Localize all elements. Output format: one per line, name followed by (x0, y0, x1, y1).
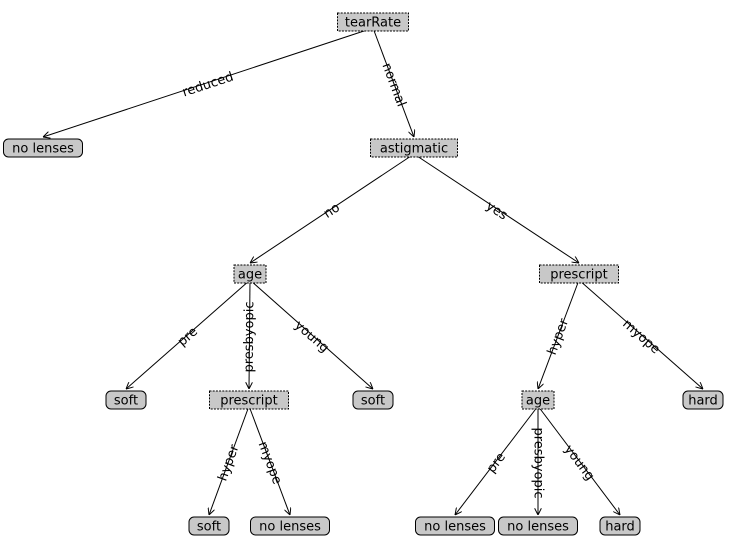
node-label: no lenses (259, 520, 321, 535)
edge-arrow (249, 279, 373, 389)
node-box (188, 516, 230, 536)
node-box (682, 390, 724, 410)
node-box (352, 390, 394, 410)
node-label: age (526, 394, 550, 409)
decision-node-tearrate: tearRate (337, 12, 409, 32)
node-box (233, 264, 267, 284)
node-label: prescript (550, 268, 608, 283)
edge-label-presbyopic: presbyopic (242, 301, 258, 372)
edge-label-presbyopic: presbyopic (531, 428, 546, 499)
edge-label-no: no (321, 200, 343, 221)
leaf-node-no-lenses: no lenses (415, 516, 495, 536)
decision-node-age: age (233, 264, 267, 284)
node-box (521, 390, 555, 410)
edge-arrow (455, 405, 539, 515)
edge-arrow (413, 153, 579, 263)
edge-label-myope: myope (619, 317, 662, 358)
decision-node-astigmatic: astigmatic (370, 138, 458, 158)
node-box (498, 516, 578, 536)
node-label: prescript (220, 394, 278, 409)
leaf-node-no-lenses: no lenses (250, 516, 330, 536)
edge-myope: myope (578, 279, 703, 389)
node-label: astigmatic (380, 142, 448, 157)
edge-arrow (250, 153, 415, 263)
node-label: hard (688, 394, 718, 409)
node-box (370, 138, 458, 158)
edge-reduced: reduced (43, 27, 374, 137)
node-box (599, 516, 641, 536)
leaf-node-no-lenses: no lenses (498, 516, 578, 536)
edge-arrow (248, 405, 290, 515)
edge-no: no (250, 153, 415, 263)
node-box (209, 390, 289, 410)
node-box (250, 516, 330, 536)
node-label: no lenses (507, 520, 569, 535)
node-label: no lenses (424, 520, 486, 535)
edge-arrow (578, 279, 703, 389)
edge-presbyopic: presbyopic (531, 406, 546, 515)
edge-arrow (43, 27, 374, 137)
leaf-node-soft: soft (352, 390, 394, 410)
leaf-node-hard: hard (599, 516, 641, 536)
edge-arrow (537, 405, 620, 515)
edge-label-pre: pre (175, 324, 201, 349)
edge-yes: yes (413, 153, 579, 263)
edge-presbyopic: presbyopic (242, 279, 258, 389)
edge-young: young (249, 279, 373, 389)
edge-arrow (249, 279, 250, 389)
leaf-node-soft: soft (105, 390, 147, 410)
node-box (3, 138, 83, 158)
leaf-node-soft: soft (188, 516, 230, 536)
node-label: soft (114, 394, 138, 409)
edge-arrow (372, 27, 414, 137)
edge-hyper: hyper (538, 279, 580, 389)
node-label: hard (605, 520, 635, 535)
edge-arrow (538, 279, 580, 389)
leaf-node-no-lenses: no lenses (3, 138, 83, 158)
edge-pre: pre (455, 405, 539, 515)
edge-myope: myope (248, 405, 290, 515)
edge-label-young: young (561, 442, 597, 483)
node-label: soft (361, 394, 385, 409)
node-box (539, 264, 619, 284)
edge-label-reduced: reduced (181, 70, 236, 101)
node-label: soft (197, 520, 221, 535)
node-label: tearRate (345, 16, 401, 31)
node-box (337, 12, 409, 32)
edge-young: young (537, 405, 620, 515)
edge-pre: pre (126, 279, 251, 389)
edge-label-normal: normal (378, 61, 408, 109)
leaf-node-hard: hard (682, 390, 724, 410)
node-box (415, 516, 495, 536)
edge-label-young: young (291, 318, 331, 356)
edge-hyper: hyper (209, 405, 250, 515)
decision-node-age: age (521, 390, 555, 410)
edge-normal: normal (372, 27, 414, 137)
node-box (105, 390, 147, 410)
decision-node-prescript: prescript (539, 264, 619, 284)
edge-arrow (209, 405, 250, 515)
nodes-layer: tearRate no lenses astigmatic age prescript s… (3, 12, 724, 536)
edge-label-myope: myope (255, 440, 285, 487)
edge-label-hyper: hyper (215, 442, 242, 483)
edge-label-hyper: hyper (545, 316, 572, 357)
node-label: age (238, 268, 262, 283)
edge-arrow (126, 279, 251, 389)
decision-node-prescript: prescript (209, 390, 289, 410)
node-label: no lenses (12, 142, 74, 157)
